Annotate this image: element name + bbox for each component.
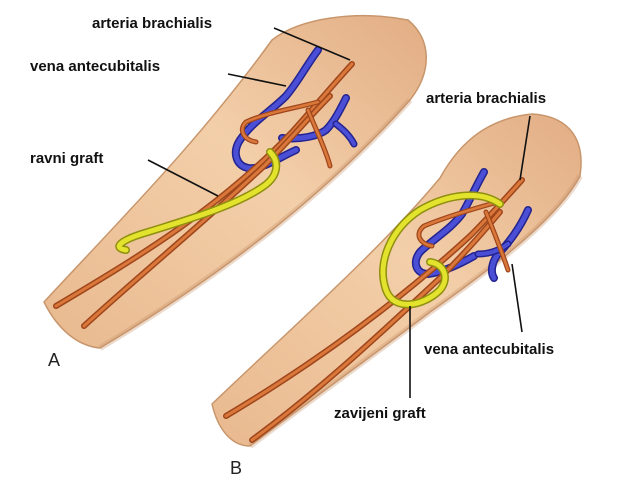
panel-letter-a: A xyxy=(48,350,60,370)
label-graft-a: ravni graft xyxy=(30,150,103,167)
label-artery-a: arteria brachialis xyxy=(92,15,212,32)
label-graft-b: zavijeni graft xyxy=(334,405,426,422)
label-vein-b: vena antecubitalis xyxy=(424,341,554,358)
leader-vein-b xyxy=(512,264,522,332)
label-vein-a: vena antecubitalis xyxy=(30,58,160,75)
panel-letter-b: B xyxy=(230,458,242,478)
label-artery-b: arteria brachialis xyxy=(426,90,546,107)
